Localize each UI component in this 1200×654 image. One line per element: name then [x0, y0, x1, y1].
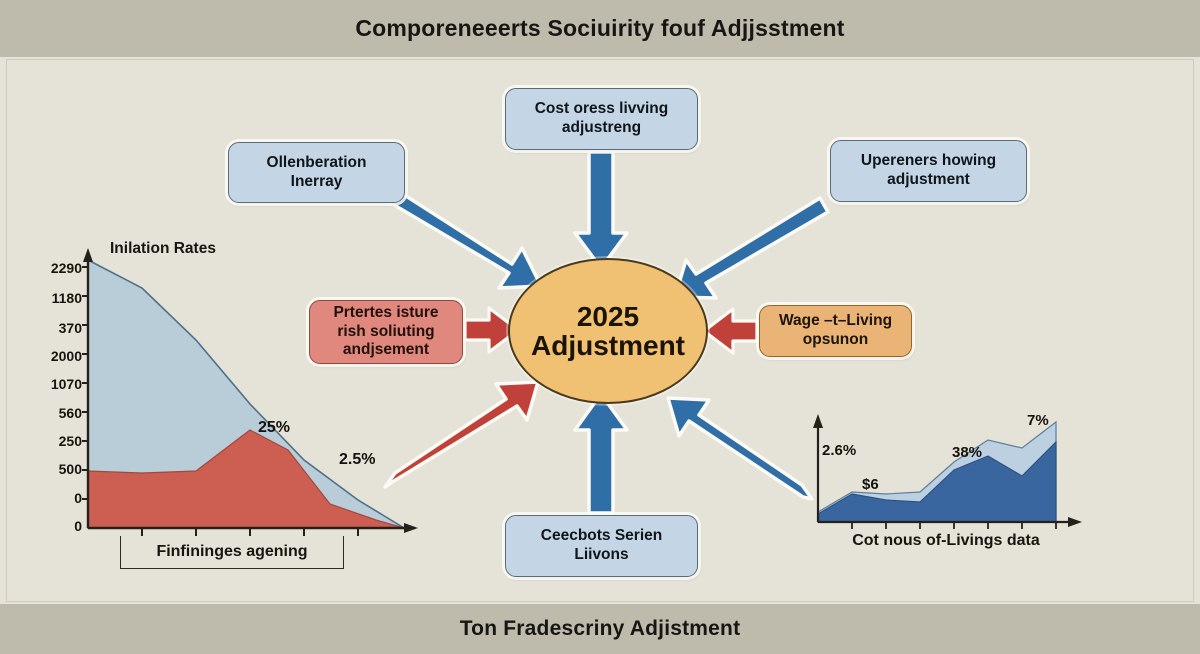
y-tick-6: 250 [58, 433, 82, 449]
y-axis-arrowhead [83, 248, 93, 262]
chart-right-xlabel-box: Cot nous of-Livings data [816, 532, 1076, 550]
page-title: Comporeneeerts Sociuirity fouf Adjjsstme… [355, 15, 845, 41]
center-node-line1: 2025 [576, 300, 640, 332]
y-tick-4: 1070 [50, 376, 82, 392]
node-top-right-line2: adjustment [887, 171, 970, 188]
annotation-right-right: 7% [1027, 412, 1049, 429]
annotation-left-upper: 25% [258, 419, 291, 436]
x-axis-ticks [141, 528, 359, 536]
node-right-line1: Wage –t–Living [778, 312, 893, 330]
y-tick-3: 2000 [50, 348, 82, 364]
node-ollenberation-inerray[interactable]: Ollenberation Inerray [228, 142, 405, 203]
y-tick-7: 500 [58, 461, 82, 477]
y-tick-0: 2290 [50, 260, 82, 276]
x-axis-arrowhead [404, 523, 418, 533]
node-top-left-line1: Ollenberation [266, 153, 367, 171]
chart-cost-of-living: 2.6% $6 38% 7% Cot nous of-Livings data [800, 400, 1090, 570]
chart-left-xlabel-box: Finfininges agening [120, 536, 344, 569]
y-axis-ticks [82, 266, 88, 500]
y-tick-5: 560 [58, 405, 82, 421]
node-left-line2: rish soliuting [337, 322, 435, 340]
node-ceecbots-serien-liivons[interactable]: Ceecbots Serien Liivons [505, 515, 698, 577]
annotation-left-lower: 2.5% [339, 451, 376, 468]
x-axis-arrowhead [1068, 517, 1082, 527]
y-tick-9: 0 [74, 518, 82, 534]
chart-right-xlabel: Cot nous of-Livings data [852, 532, 1040, 549]
chart-left-plot [82, 248, 418, 536]
chart-left-xlabel: Finfininges agening [156, 543, 308, 560]
node-left-line3: andjsement [342, 341, 430, 359]
node-top-line1: Cost oress livving [534, 100, 669, 118]
y-tick-8: 0 [74, 490, 82, 506]
y-tick-2: 370 [58, 320, 82, 336]
center-node-2025-adjustment[interactable]: 2025 Adjustment [508, 258, 708, 404]
node-upereners-howing-adjustment[interactable]: Upereners howing adjustment [830, 140, 1027, 202]
node-prtertes-isture[interactable]: Prtertes isture rish soliuting andjsemen… [309, 300, 463, 364]
center-node-line2: Adjustment [531, 330, 685, 361]
node-top-left-line2: Inerray [290, 172, 343, 190]
annotation-right-left: 2.6% [822, 442, 857, 459]
annotation-right-mid-high: 38% [952, 444, 983, 461]
node-top-line2: adjustreng [561, 119, 642, 136]
y-tick-1: 1180 [51, 290, 82, 306]
node-wage-t-living-opsunon[interactable]: Wage –t–Living opsunon [759, 305, 912, 357]
x-axis-ticks [851, 522, 1057, 529]
footer-title: Ton Fradescriny Adjistment [459, 617, 741, 640]
node-top-right-line1: Upereners howing [860, 152, 997, 170]
node-left-line1: Prtertes isture [333, 303, 439, 321]
annotation-right-mid-low: $6 [862, 476, 879, 493]
node-bottom-line1: Ceecbots Serien [540, 527, 663, 545]
header-banner: Comporeneeerts Sociuirity fouf Adjjsstme… [0, 0, 1200, 57]
chart-left-title: Inilation Rates [110, 240, 216, 257]
chart-inflation-rates: Inilation Rates 2290 1180 370 2000 1070 … [24, 228, 424, 569]
footer-banner: Ton Fradescriny Adjistment [0, 604, 1200, 654]
y-axis-arrowhead [813, 414, 823, 428]
chart-right-plot [813, 414, 1082, 529]
node-right-line2: opsunon [802, 331, 869, 348]
node-bottom-line2: Liivons [574, 546, 629, 563]
node-cost-of-living-adjustment[interactable]: Cost oress livving adjustreng [505, 88, 698, 150]
